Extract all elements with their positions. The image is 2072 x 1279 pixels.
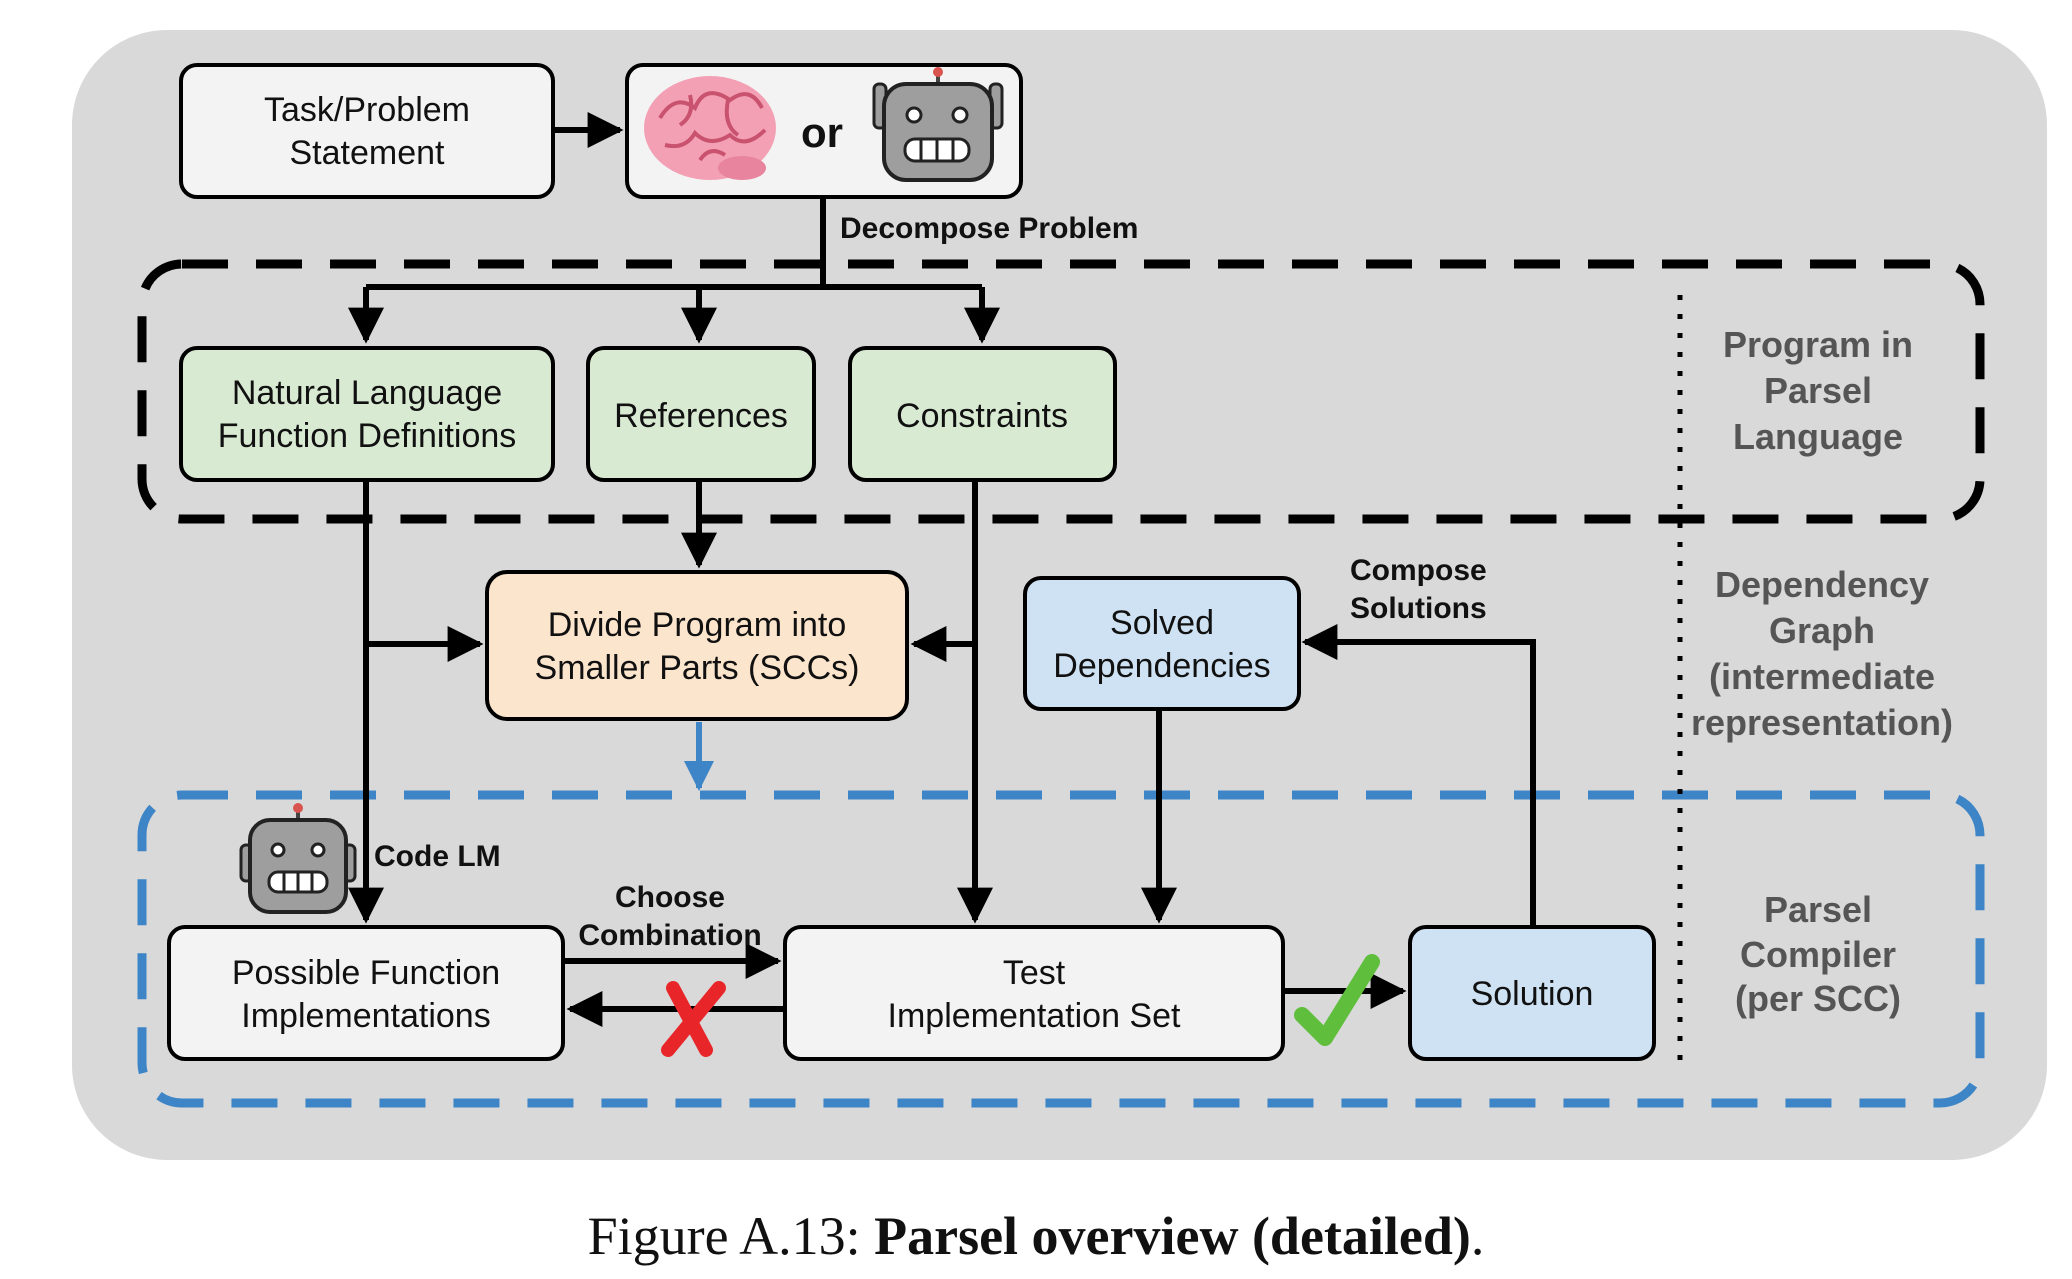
svg-text:(per SCC): (per SCC) [1735,978,1901,1019]
decompose-label: Decompose Problem [840,212,1138,245]
svg-text:Test: Test [1003,954,1066,992]
green-check-icon [1294,954,1380,1046]
svg-text:Dependency: Dependency [1715,564,1929,605]
test-implementation-box: Test Implementation Set [783,925,1285,1061]
svg-text:Dependencies: Dependencies [1053,647,1270,685]
task-box: Task/Problem Statement [179,63,555,199]
svg-text:Possible Function: Possible Function [232,954,500,992]
svg-text:Constraints: Constraints [896,397,1068,435]
possible-implementations-box: Possible Function Implementations [167,925,565,1061]
nl-definitions-box: Natural Language Function Definitions [179,346,555,482]
svg-text:Compose: Compose [1350,554,1487,587]
compose-label: Compose Solutions [1350,554,1487,625]
svg-text:References: References [614,397,788,435]
program-region [137,259,1985,524]
svg-text:Compiler: Compiler [1740,934,1896,975]
svg-text:Parsel: Parsel [1764,370,1872,411]
svg-text:Statement: Statement [290,134,446,172]
solved-dependencies-box: Solved Dependencies [1023,576,1301,711]
compiler-region-label: Parsel Compiler (per SCC) [1735,889,1901,1019]
svg-text:Choose: Choose [615,881,725,914]
program-region-label: Program in Parsel Language [1723,324,1913,457]
references-box: References [586,346,816,482]
svg-text:Implementations: Implementations [241,997,490,1035]
svg-text:representation): representation) [1691,702,1953,743]
decider-box: or [625,63,1023,199]
constraints-box: Constraints [848,346,1117,482]
code-lm-label: Code LM [374,840,501,873]
svg-text:Program in: Program in [1723,324,1913,365]
figure-caption: Figure A.13: Parsel overview (detailed). [587,1206,1485,1266]
svg-text:Task/Problem: Task/Problem [264,91,470,129]
solution-box: Solution [1408,925,1656,1061]
svg-text:Solution: Solution [1471,975,1594,1013]
svg-text:Solved: Solved [1110,604,1214,642]
svg-text:Graph: Graph [1769,610,1875,651]
svg-text:Parsel: Parsel [1764,889,1872,930]
code-lm-robot-icon [239,803,357,914]
svg-text:Combination: Combination [578,919,761,952]
choose-label: Choose Combination [578,881,761,952]
robot-icon [872,67,1004,182]
svg-text:Language: Language [1733,416,1903,457]
svg-text:Function Definitions: Function Definitions [218,417,517,455]
divide-program-box: Divide Program into Smaller Parts (SCCs) [485,570,909,721]
red-cross-icon [661,981,726,1057]
svg-text:Smaller Parts (SCCs): Smaller Parts (SCCs) [535,649,860,687]
compiler-region [137,790,1985,1108]
svg-text:(intermediate: (intermediate [1709,656,1935,697]
brain-icon [644,76,776,180]
svg-text:Solutions: Solutions [1350,592,1487,625]
svg-text:Natural Language: Natural Language [232,374,502,412]
dependency-region-label: Dependency Graph (intermediate represent… [1691,564,1953,743]
svg-text:Implementation Set: Implementation Set [888,997,1181,1035]
connectors [348,112,1536,1027]
svg-text:Divide Program into: Divide Program into [548,606,847,644]
or-label: or [801,109,843,156]
